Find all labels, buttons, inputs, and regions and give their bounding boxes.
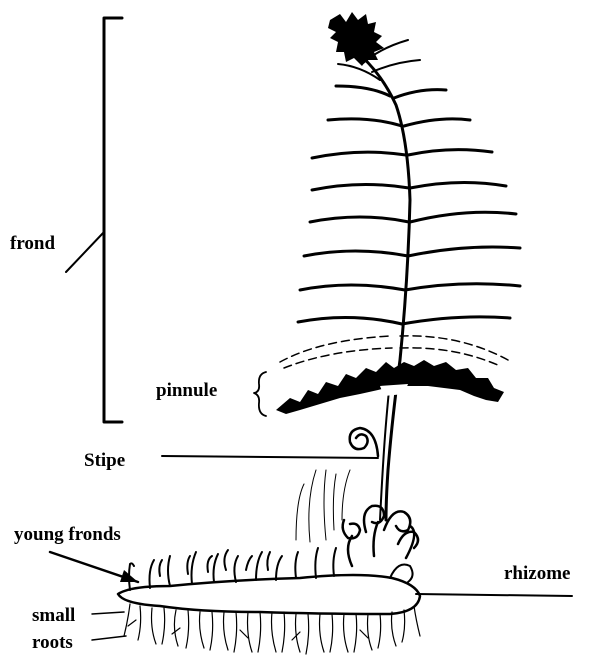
rhizome-leader-line xyxy=(416,594,572,596)
rhizome-hairs xyxy=(296,470,350,542)
roots-leader-lines xyxy=(92,612,126,640)
roots xyxy=(124,604,420,654)
small-roots-label-line1: small xyxy=(32,606,75,625)
young-fronds-leader xyxy=(50,552,138,582)
dashed-pinnae xyxy=(280,336,508,368)
stipe-leader-line xyxy=(162,456,378,458)
rhizome-body xyxy=(118,565,420,615)
pinnule-brace xyxy=(254,372,266,416)
stipe-label: Stipe xyxy=(84,451,125,470)
pinnule-label: pinnule xyxy=(156,381,217,400)
young-shoots xyxy=(129,548,336,590)
young-fronds-label: young fronds xyxy=(14,525,121,544)
pinnule-detail xyxy=(276,360,504,414)
frond-leader-line xyxy=(66,232,104,272)
frond-label: frond xyxy=(10,234,55,253)
small-roots-label-line2: roots xyxy=(32,633,73,652)
frond-bracket xyxy=(104,18,122,422)
rhizome-label: rhizome xyxy=(504,564,570,583)
